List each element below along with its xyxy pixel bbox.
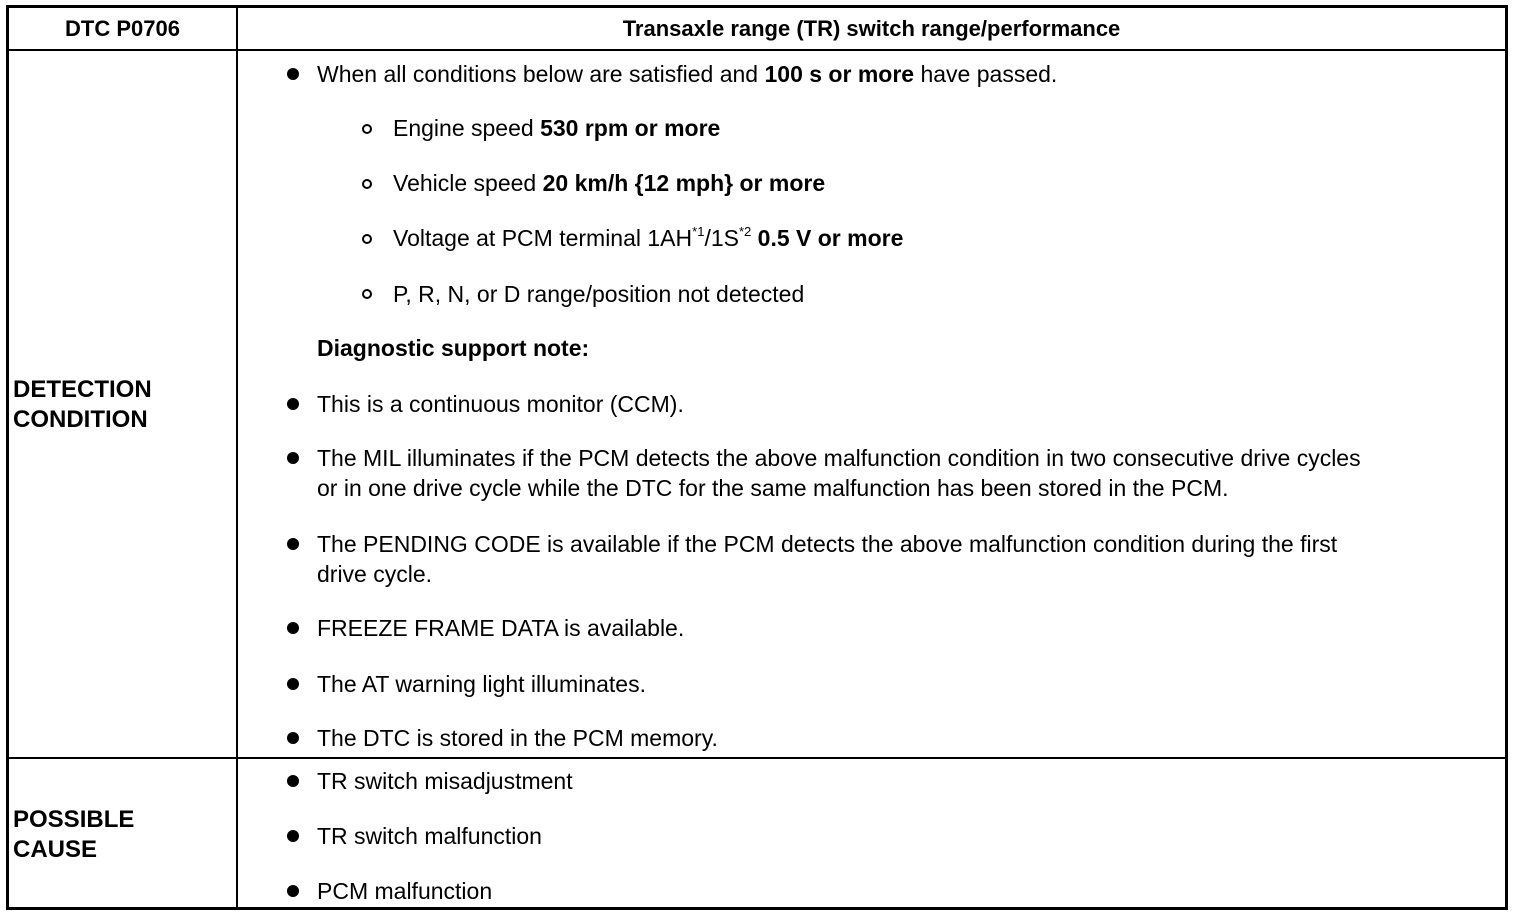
note-item: The DTC is stored in the PCM memory. <box>317 725 718 751</box>
bullet-icon <box>287 732 299 744</box>
bullet-icon <box>287 678 299 690</box>
circle-bullet-icon <box>362 289 372 299</box>
bullet-icon <box>287 830 299 842</box>
circle-bullet-icon <box>362 179 372 189</box>
row-divider <box>9 757 1505 759</box>
condition-range: P, R, N, or D range/position not detecte… <box>393 281 805 307</box>
label-line: CONDITION <box>13 406 148 433</box>
detection-condition-label: DETECTION CONDITION <box>13 375 152 435</box>
bullet-icon <box>287 775 299 787</box>
note-item: The PENDING CODE is available if the PCM… <box>317 531 1338 557</box>
note-item: FREEZE FRAME DATA is available. <box>317 615 685 641</box>
detection-intro: When all conditions below are satisfied … <box>317 61 1058 87</box>
bullet-icon <box>287 622 299 634</box>
dtc-table: DTC P0706 Transaxle range (TR) switch ra… <box>6 5 1508 910</box>
bullet-icon <box>287 452 299 464</box>
bullet-icon <box>287 538 299 550</box>
cause-item: PCM malfunction <box>317 878 493 904</box>
note-item: The AT warning light illuminates. <box>317 671 646 697</box>
column-divider <box>236 8 238 907</box>
cause-item: TR switch malfunction <box>317 823 542 849</box>
label-line: CAUSE <box>13 836 98 863</box>
diagnostic-note-heading: Diagnostic support note: <box>317 335 590 361</box>
cause-item: TR switch misadjustment <box>317 768 573 794</box>
possible-cause-label: POSSIBLE CAUSE <box>13 805 134 865</box>
condition-engine-speed: Engine speed 530 rpm or more <box>393 115 721 141</box>
note-item-continued: or in one drive cycle while the DTC for … <box>317 475 1229 501</box>
dtc-title: Transaxle range (TR) switch range/perfor… <box>622 16 1121 41</box>
bullet-icon <box>287 398 299 410</box>
header-divider <box>9 49 1505 51</box>
note-item-continued: drive cycle. <box>317 561 433 587</box>
condition-voltage: Voltage at PCM terminal 1AH*1/1S*2 0.5 V… <box>393 224 904 251</box>
condition-vehicle-speed: Vehicle speed 20 km/h {12 mph} or more <box>393 170 826 196</box>
bullet-icon <box>287 68 299 80</box>
label-line: POSSIBLE <box>13 806 135 833</box>
dtc-code: DTC P0706 <box>65 16 180 41</box>
circle-bullet-icon <box>362 234 372 244</box>
note-item: The MIL illuminates if the PCM detects t… <box>317 445 1361 471</box>
label-line: DETECTION <box>13 376 152 403</box>
circle-bullet-icon <box>362 124 372 134</box>
bullet-icon <box>287 885 299 897</box>
note-item: This is a continuous monitor (CCM). <box>317 391 684 417</box>
